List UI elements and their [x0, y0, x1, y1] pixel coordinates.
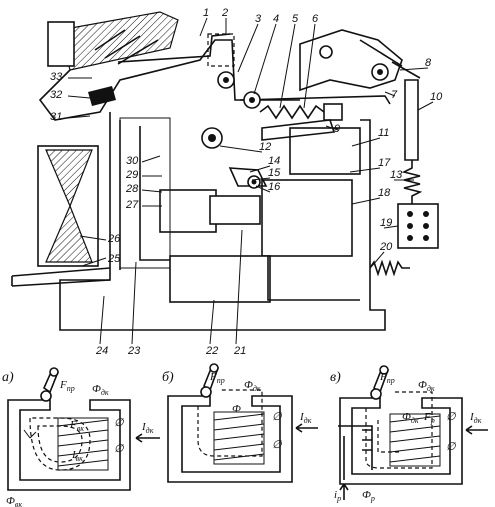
callout-5: 5 — [292, 13, 299, 25]
callout-32: 32 — [50, 89, 62, 101]
callout-7: 7 — [391, 89, 398, 101]
panel-c-flux-bottom: Фр — [362, 489, 375, 503]
lever-rod — [404, 79, 419, 161]
svg-text:∅: ∅ — [114, 443, 124, 455]
main-frame — [59, 112, 386, 331]
base-block — [169, 255, 271, 303]
callout-13: 13 — [390, 169, 403, 181]
callout-14: 14 — [268, 155, 280, 167]
callout-26: 26 — [107, 233, 121, 245]
panel-b-flux-main: Фдк — [244, 379, 261, 393]
latch — [261, 119, 336, 141]
panel-c-core — [339, 397, 463, 485]
panel-a-flux-main: Фдк — [92, 383, 109, 397]
panel-b-caption: б) — [162, 370, 174, 385]
panel-c-current-p: iр — [334, 489, 341, 503]
callout-9: 9 — [334, 123, 340, 135]
panel-b-flux-inner: Ф — [232, 403, 241, 415]
panel-a: а) ∅ ∅ Fпр Фдк Fвк Iдк Iвк Фвк — [2, 367, 160, 507]
main-apparatus — [11, 11, 439, 331]
callout-23: 23 — [127, 345, 141, 357]
callout-29: 29 — [125, 169, 138, 181]
coil-lower — [261, 179, 353, 257]
callout-2: 2 — [221, 7, 228, 19]
callout-25: 25 — [107, 253, 121, 265]
callout-3: 3 — [255, 13, 262, 25]
moving-contact — [88, 86, 116, 106]
svg-text:∅: ∅ — [272, 411, 282, 423]
panel-b-core — [167, 395, 293, 483]
callout-4: 4 — [273, 13, 279, 25]
callout-1: 1 — [203, 7, 209, 19]
callout-labels: 1 2 3 4 5 6 7 8 9 10 11 12 13 14 15 16 1… — [50, 7, 443, 357]
svg-text:∅: ∅ — [446, 441, 456, 453]
callout-10: 10 — [430, 91, 443, 103]
panel-b: б) ∅ ∅ Fпр Фдк Ф Iдк — [162, 363, 318, 483]
callout-24: 24 — [95, 345, 108, 357]
panel-a-flux-vk: Fвк — [69, 419, 84, 433]
panel-a-current-vk: Iвк — [71, 449, 83, 463]
panel-a-current: Iдк — [141, 421, 154, 435]
top-housing — [38, 39, 300, 121]
svg-text:∅: ∅ — [272, 439, 282, 451]
panel-a-caption: а) — [2, 370, 14, 385]
callout-11: 11 — [378, 127, 389, 139]
callout-27: 27 — [125, 199, 139, 211]
svg-text:∅: ∅ — [114, 417, 124, 429]
callout-21: 21 — [233, 345, 246, 357]
panel-c: в) ∅ ∅ Fпр Фдк Фдк Fр Iдк iр Фр — [330, 365, 488, 503]
callout-8: 8 — [425, 57, 432, 69]
panel-c-force: Fпр — [379, 371, 395, 385]
arc-chute-end — [47, 21, 75, 67]
auxiliary-block — [397, 203, 439, 249]
panel-c-current: Iдк — [469, 411, 482, 425]
callout-31: 31 — [50, 111, 62, 123]
panel-c-flux-p: Fр — [423, 411, 435, 425]
svg-text:∅: ∅ — [446, 411, 456, 423]
callout-19: 19 — [380, 217, 392, 229]
spring — [401, 160, 423, 204]
upper-contact — [207, 33, 235, 67]
callout-12: 12 — [259, 141, 271, 153]
callout-6: 6 — [312, 13, 319, 25]
panel-a-flux-bottom: Фвк — [6, 495, 22, 507]
upper-lever — [299, 29, 403, 92]
panel-c-caption: в) — [330, 370, 341, 385]
panel-c-flux-inner: Фдк — [402, 411, 419, 425]
horizontal-spring — [369, 259, 410, 277]
callout-33: 33 — [50, 71, 63, 83]
callout-22: 22 — [205, 345, 218, 357]
callout-30: 30 — [126, 155, 139, 167]
base-bar — [11, 267, 111, 287]
callout-18: 18 — [378, 187, 391, 199]
callout-20: 20 — [379, 241, 393, 253]
callout-28: 28 — [125, 183, 139, 195]
callout-16: 16 — [268, 181, 281, 193]
control-block — [159, 189, 217, 233]
panel-c-flux-main: Фдк — [418, 379, 435, 393]
tension-spring — [259, 104, 325, 120]
panel-a-core — [7, 399, 131, 491]
panel-b-current: Iдк — [299, 411, 312, 425]
callout-15: 15 — [268, 167, 281, 179]
panel-b-force: Fпр — [209, 371, 225, 385]
coil-upper — [289, 127, 361, 175]
callout-17: 17 — [378, 157, 391, 169]
panel-a-force: Fпр — [59, 379, 75, 393]
